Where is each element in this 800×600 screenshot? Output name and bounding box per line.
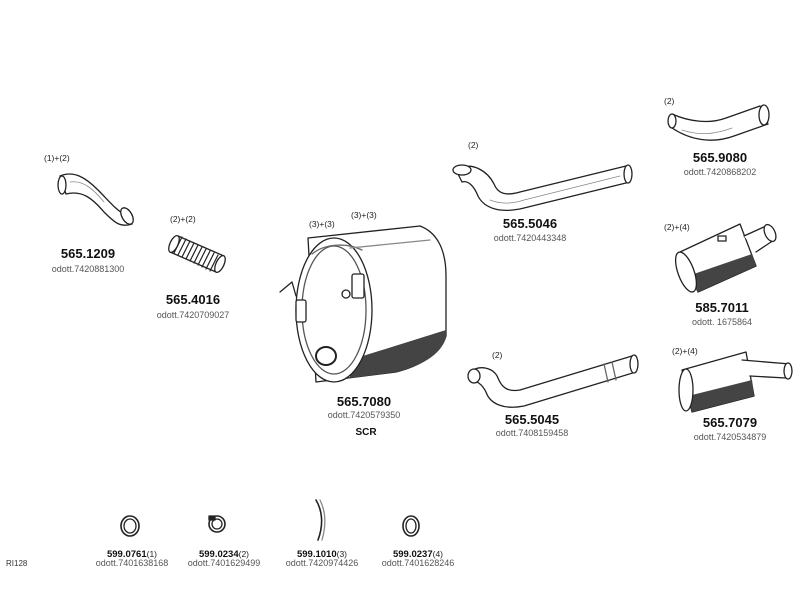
small-part-number: 599.0234 bbox=[198, 549, 239, 560]
part-number: 585.7011 bbox=[695, 300, 749, 315]
small-part-qty: (1) bbox=[146, 549, 158, 559]
pipe-565-9080-drawing bbox=[667, 104, 770, 141]
small-part-ref: odott.7401629499 bbox=[187, 558, 261, 568]
gasket-599-1010-drawing bbox=[315, 499, 326, 541]
part-qty: (1)+(2) bbox=[44, 153, 70, 163]
small-part-ref: odott.7401638168 bbox=[95, 558, 169, 568]
part-ref: odott.7420881300 bbox=[51, 264, 125, 274]
part-ref: odott.7420868202 bbox=[683, 167, 757, 177]
part-ref: odott.7408159458 bbox=[495, 428, 569, 438]
diagram-code: RI128 bbox=[6, 559, 28, 568]
small-part-qty: (4) bbox=[432, 549, 444, 559]
small-part-number: 599.1010 bbox=[296, 549, 337, 560]
pipe-565-1209-drawing bbox=[57, 173, 134, 226]
small-part-label: 599.0234(2) bbox=[199, 544, 249, 562]
part-qty: (3)+(3) bbox=[351, 210, 377, 220]
scr-silencer-565-7080-drawing bbox=[279, 225, 447, 383]
small-part-label: 599.1010(3) bbox=[297, 544, 347, 562]
flex-hose-565-4016-drawing bbox=[168, 235, 226, 273]
part-ref: odott. 1675864 bbox=[691, 317, 753, 327]
small-part-qty: (2) bbox=[238, 549, 250, 559]
part-qty: (2)+(2) bbox=[170, 214, 196, 224]
part-number: 565.4016 bbox=[165, 292, 221, 307]
part-note: SCR bbox=[355, 427, 377, 438]
part-number: 565.9080 bbox=[692, 150, 748, 165]
part-ref: odott.7420709027 bbox=[156, 310, 230, 320]
part-qty: (2) bbox=[468, 140, 479, 150]
small-part-qty: (3) bbox=[336, 549, 348, 559]
silencer-585-7011-drawing bbox=[674, 223, 777, 293]
part-qty: (3)+(3) bbox=[309, 219, 335, 229]
part-qty: (2)+(4) bbox=[664, 222, 690, 232]
clamp-599-0237-drawing bbox=[402, 515, 420, 537]
part-number: 565.7080 bbox=[336, 394, 392, 409]
silencer-565-7079-drawing bbox=[678, 351, 793, 413]
part-qty: (2) bbox=[664, 96, 675, 106]
small-part-label: 599.0237(4) bbox=[393, 544, 443, 562]
small-part-number: 599.0237 bbox=[392, 549, 433, 560]
part-number: 565.7079 bbox=[702, 415, 758, 430]
part-ref: odott.7420579350 bbox=[327, 410, 401, 420]
small-part-ref: odott.7420974426 bbox=[285, 558, 359, 568]
clamp-599-0761-drawing bbox=[120, 515, 140, 537]
small-part-number: 599.0761 bbox=[106, 549, 147, 560]
pipe-565-5046-drawing bbox=[452, 164, 633, 211]
part-qty: (2) bbox=[492, 350, 503, 360]
part-number: 565.5045 bbox=[504, 412, 560, 427]
small-part-label: 599.0761(1) bbox=[107, 544, 157, 562]
part-ref: odott.7420443348 bbox=[493, 233, 567, 243]
clamp-599-0234-drawing bbox=[208, 515, 226, 533]
part-number: 565.1209 bbox=[60, 246, 116, 261]
part-qty: (2)+(4) bbox=[672, 346, 698, 356]
small-part-ref: odott.7401628246 bbox=[381, 558, 455, 568]
part-ref: odott.7420534879 bbox=[693, 432, 767, 442]
part-number: 565.5046 bbox=[502, 216, 558, 231]
pipe-565-5045-drawing bbox=[467, 354, 639, 408]
